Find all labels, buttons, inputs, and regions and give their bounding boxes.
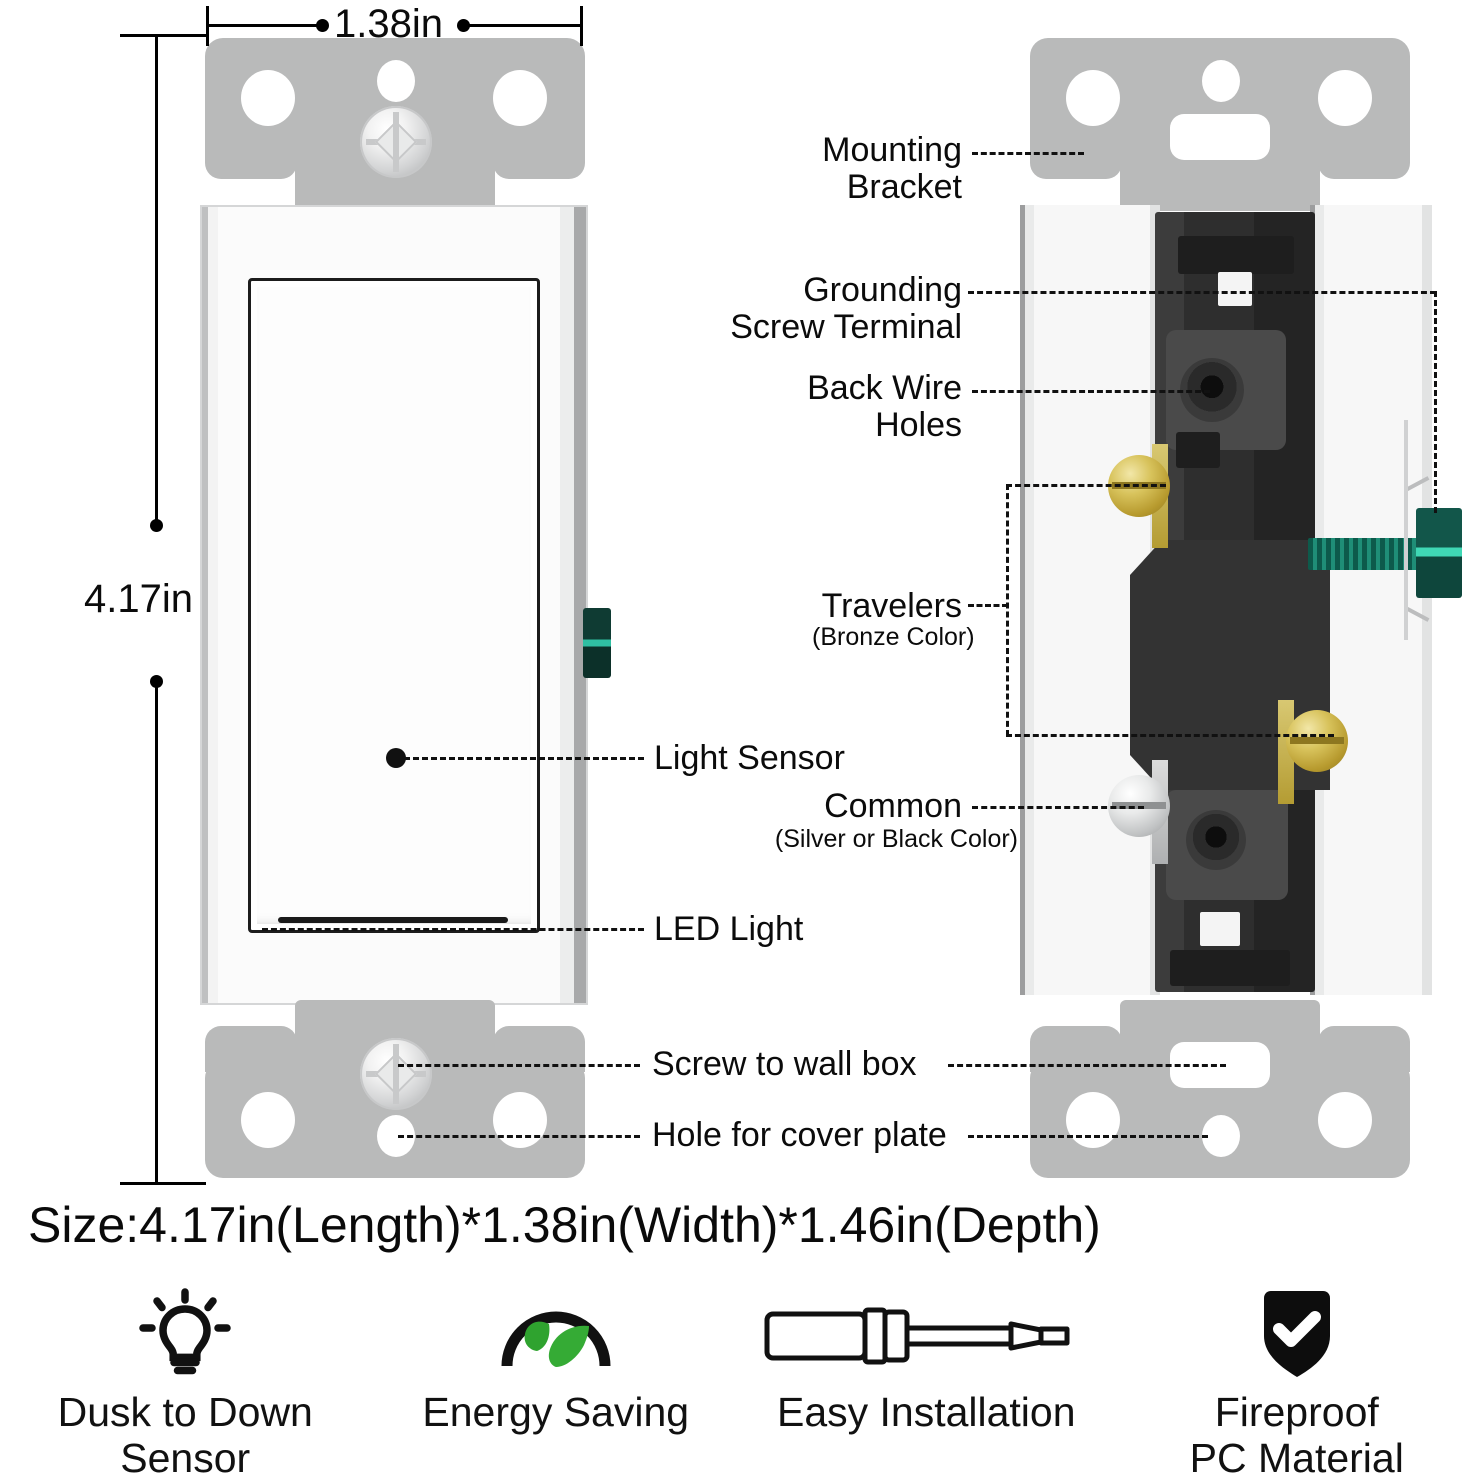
mounting-screw-bottom xyxy=(360,1038,432,1110)
dim-width-label: 1.38in xyxy=(334,2,443,46)
callout-common-note: (Silver or Black Color) xyxy=(774,825,1018,853)
dim-width-dot-right xyxy=(457,19,470,32)
feature-label: Easy Installation xyxy=(776,1389,1076,1435)
side-bracket-screw-slot xyxy=(1170,114,1270,160)
bracket-hole-right xyxy=(493,70,547,126)
callout-led-light: LED Light xyxy=(654,910,804,948)
light-sensor-dot xyxy=(386,748,406,768)
feature-easy-installation: Easy Installation xyxy=(741,1288,1112,1436)
traveler-lower-screw-slot xyxy=(1290,737,1344,744)
ground-bracket-spine xyxy=(1404,420,1408,640)
leader-led-light xyxy=(262,928,644,931)
callout-screw-to-wall-box: Screw to wall box xyxy=(652,1045,917,1083)
dim-height-line-bottom xyxy=(155,682,158,1184)
side-bracket-hole-right-b xyxy=(1318,1092,1372,1148)
bottom-mounting-bracket xyxy=(205,1000,585,1178)
side-bracket-hole-center-small xyxy=(1202,60,1240,102)
bracket-hole-left xyxy=(241,70,295,126)
top-mounting-bracket xyxy=(205,38,585,213)
led-light-slit xyxy=(278,917,508,923)
front-view-switch xyxy=(0,0,700,1190)
core-top-notch xyxy=(1178,236,1294,274)
core-bottom-notch xyxy=(1170,950,1290,986)
callout-back-wire-holes: Back Wire Holes xyxy=(807,369,962,444)
dim-width-line-right xyxy=(466,24,582,27)
shield-check-icon xyxy=(1254,1288,1340,1384)
mounting-screw-top xyxy=(360,106,432,178)
callout-light-sensor: Light Sensor xyxy=(654,739,845,777)
callout-grounding-screw-terminal: Grounding Screw Terminal xyxy=(730,271,962,346)
side-housing-right xyxy=(1310,205,1432,995)
callout-travelers: Travelers xyxy=(821,587,962,625)
bracket-tab-left xyxy=(205,133,297,179)
leader-screw-wallbox-left xyxy=(398,1064,640,1067)
common-screw-slot xyxy=(1112,802,1166,809)
dim-width-tick-left xyxy=(206,6,209,46)
core-upper-slot xyxy=(1176,432,1220,468)
leader-light-sensor xyxy=(404,757,644,760)
leader-common xyxy=(972,806,1144,809)
core-top-white-chip xyxy=(1218,272,1252,306)
size-caption: Size:4.17in(Length)*1.38in(Width)*1.46in… xyxy=(28,1197,1101,1253)
leader-travelers-lower xyxy=(1006,734,1334,737)
feature-fireproof-pc-material: Fireproof PC Material xyxy=(1112,1288,1482,1482)
dim-height-dot-top xyxy=(150,519,163,532)
callout-mounting-bracket: Mounting Bracket xyxy=(822,131,962,206)
dim-height-ext-bottom xyxy=(120,1182,206,1185)
leader-travelers-stub xyxy=(968,604,1008,607)
feature-row: Dusk to Down Sensor Energy Saving xyxy=(0,1288,1482,1482)
dim-height-ext-top xyxy=(120,34,206,37)
rocker-paddle[interactable] xyxy=(248,278,540,933)
leader-grounding-2 xyxy=(1434,291,1437,513)
bracket-hole-left-b xyxy=(241,1092,295,1148)
leader-mounting-bracket xyxy=(972,152,1084,155)
dim-width-dot-left xyxy=(316,19,329,32)
side-view-switch xyxy=(1000,0,1482,1190)
dim-height-label: 4.17in xyxy=(84,577,193,621)
leader-screw-wallbox-right xyxy=(948,1064,1226,1067)
leader-cover-plate-right xyxy=(968,1135,1208,1138)
bracket-tab-right xyxy=(493,133,585,179)
side-bracket-hole-left xyxy=(1066,70,1120,126)
lightbulb-rays-icon xyxy=(131,1288,239,1384)
bracket-hole-right-b xyxy=(493,1092,547,1148)
dim-width-line-left xyxy=(208,24,323,27)
screw-slot-diamond xyxy=(374,120,418,164)
side-bracket-tab-left xyxy=(1030,133,1122,179)
callout-hole-for-cover-plate: Hole for cover plate xyxy=(652,1116,947,1154)
side-bracket-hole-left-b xyxy=(1066,1092,1120,1148)
dim-height-line-top xyxy=(155,36,158,521)
back-wire-hole-lower xyxy=(1186,810,1246,870)
feature-label: Dusk to Down Sensor xyxy=(57,1389,313,1481)
screw-slot-diamond-bottom xyxy=(374,1052,418,1096)
feature-label: Energy Saving xyxy=(422,1389,690,1435)
side-cover-plate-hole xyxy=(1202,1115,1240,1157)
side-bracket-tab-right xyxy=(1318,133,1410,179)
grounding-screw-head xyxy=(1416,508,1462,598)
leader-cover-plate-left xyxy=(398,1135,640,1138)
leader-travelers-spine xyxy=(1006,484,1009,736)
leader-back-wire-holes xyxy=(972,390,1210,393)
screwdriver-icon xyxy=(761,1288,1091,1384)
leaves-gauge-icon xyxy=(491,1288,621,1384)
leader-travelers-upper xyxy=(1006,484,1166,487)
leader-grounding-1 xyxy=(968,291,1436,294)
feature-label: Fireproof PC Material xyxy=(1189,1389,1404,1481)
grounding-screw-shaft xyxy=(1308,538,1420,570)
feature-energy-saving: Energy Saving xyxy=(371,1288,742,1436)
body-top-tab-right xyxy=(473,222,507,246)
side-bracket-hole-right xyxy=(1318,70,1372,126)
side-bottom-mounting-bracket xyxy=(1030,1000,1410,1178)
bracket-hole-center-small xyxy=(377,60,415,102)
dim-height-dot-bottom xyxy=(150,675,163,688)
body-top-tab-left xyxy=(293,222,327,246)
callout-common: Common xyxy=(824,787,962,825)
side-top-mounting-bracket xyxy=(1030,38,1410,213)
feature-dusk-to-down-sensor: Dusk to Down Sensor xyxy=(0,1288,371,1482)
callout-travelers-note: (Bronze Color) xyxy=(812,623,975,651)
grounding-screw-tab-front xyxy=(583,608,611,678)
core-bottom-white-chip xyxy=(1200,912,1240,946)
